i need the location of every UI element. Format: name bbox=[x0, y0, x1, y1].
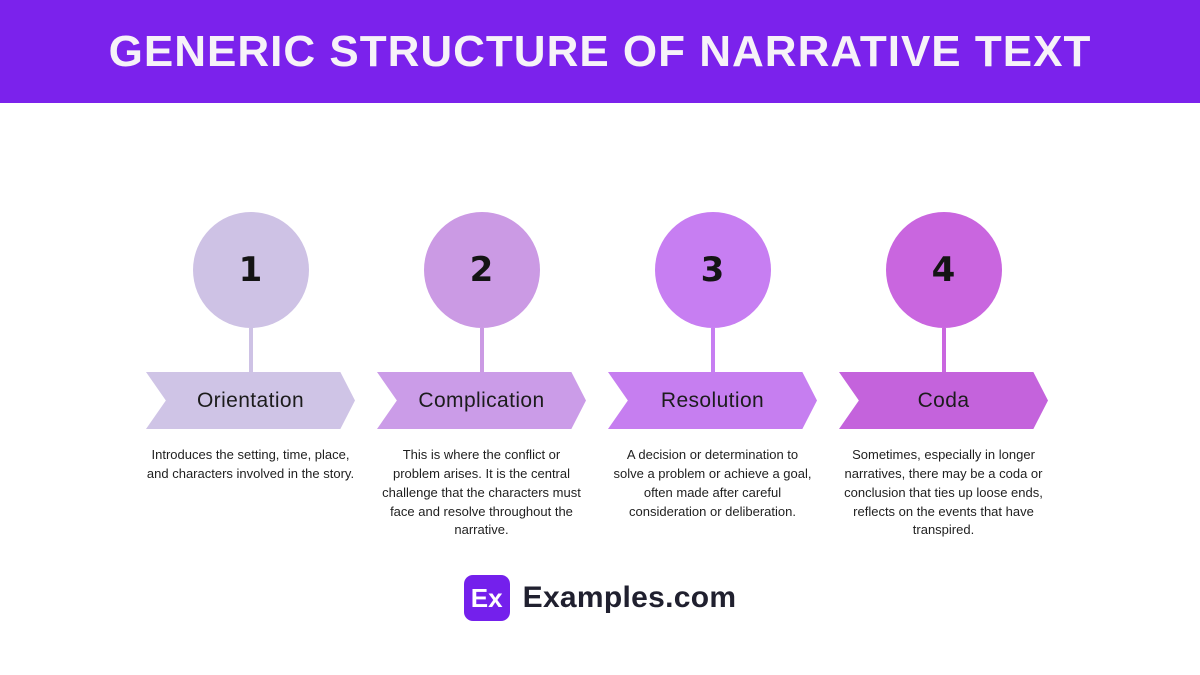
brand-logo: Ex Examples.com bbox=[0, 575, 1200, 621]
step-circle: 2 bbox=[423, 212, 540, 328]
brand-logo-icon: Ex bbox=[463, 575, 510, 621]
step-banner-arrow: Coda bbox=[839, 372, 1048, 429]
step-circle: 3 bbox=[654, 212, 771, 328]
step-label: Orientation bbox=[196, 388, 305, 412]
step-column-coda: 4 Coda Sometimes, especially in longer n… bbox=[828, 212, 1059, 540]
step-number: 2 bbox=[469, 250, 494, 290]
step-description: This is where the conflict or problem ar… bbox=[382, 447, 581, 538]
brand-logo-text: Examples.com bbox=[522, 581, 737, 614]
step-label: Coda bbox=[917, 388, 970, 412]
connector-line bbox=[941, 328, 946, 372]
header-bar: GENERIC STRUCTURE OF NARRATIVE TEXT bbox=[0, 0, 1200, 103]
connector-line bbox=[710, 328, 715, 372]
connector-line bbox=[479, 328, 484, 372]
step-banner-arrow: Complication bbox=[377, 372, 586, 429]
step-column-resolution: 3 Resolution A decision or determination… bbox=[597, 212, 828, 540]
step-number: 3 bbox=[700, 250, 725, 290]
step-description: A decision or determination to solve a p… bbox=[613, 447, 812, 519]
page-title: GENERIC STRUCTURE OF NARRATIVE TEXT bbox=[108, 26, 1092, 76]
step-banner-arrow: Resolution bbox=[608, 372, 817, 429]
brand-logo-icon-label: Ex bbox=[470, 582, 503, 613]
step-number: 4 bbox=[931, 250, 956, 290]
step-label: Complication bbox=[418, 388, 545, 412]
step-number: 1 bbox=[238, 250, 263, 290]
steps-row: 1 Orientation Introduces the setting, ti… bbox=[135, 212, 1059, 540]
step-description: Introduces the setting, time, place, and… bbox=[146, 447, 355, 481]
step-circle: 1 bbox=[192, 212, 309, 328]
step-description: Sometimes, especially in longer narrativ… bbox=[844, 447, 1043, 538]
step-circle: 4 bbox=[885, 212, 1002, 328]
step-banner-arrow: Orientation bbox=[146, 372, 355, 429]
step-column-complication: 2 Complication This is where the conflic… bbox=[366, 212, 597, 540]
step-label: Resolution bbox=[660, 388, 765, 412]
step-column-orientation: 1 Orientation Introduces the setting, ti… bbox=[135, 212, 366, 540]
connector-line bbox=[248, 328, 253, 372]
